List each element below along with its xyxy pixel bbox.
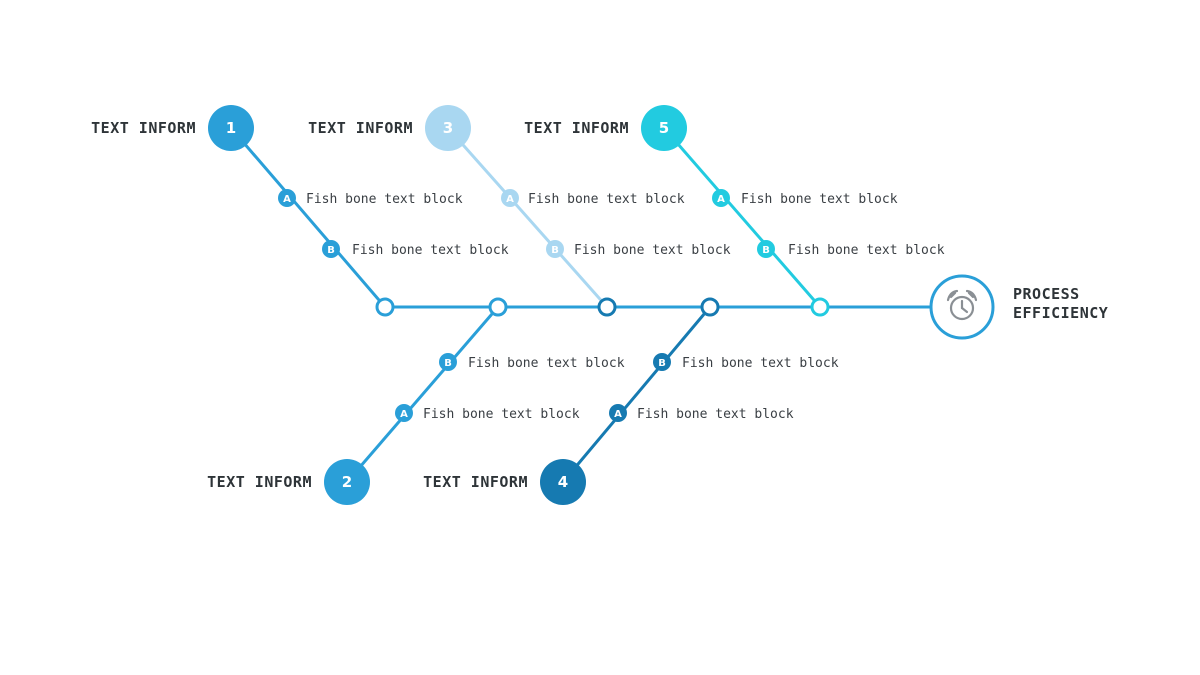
bone-4: 4 TEXT INFORM B Fish bone text block A F… [423, 297, 839, 505]
bone-5-item-a-dot [712, 189, 730, 207]
bone-5-item-a-text: Fish bone text block [741, 192, 898, 207]
fish-head: PROCESS EFFICIENCY [929, 274, 1108, 340]
bone-3-number-badge [425, 105, 471, 151]
bone-1-item-b-letter: B [327, 245, 335, 256]
bone-1: 1 TEXT INFORM A Fish bone text block B F… [91, 105, 509, 317]
bone-4-item-a-text: Fish bone text block [637, 407, 794, 422]
bone-2-label: TEXT INFORM [207, 473, 312, 491]
bone-1-number-badge [208, 105, 254, 151]
bone-4-item-a-letter: A [614, 409, 622, 420]
bone-5-number: 5 [659, 119, 669, 137]
bone-2: 2 TEXT INFORM B Fish bone text block A F… [207, 297, 625, 505]
bone-3-label: TEXT INFORM [308, 119, 413, 137]
bone-2-number-badge [324, 459, 370, 505]
bone-2-item-b-letter: B [444, 358, 452, 369]
bone-1-item-b-dot [322, 240, 340, 258]
bone-2-number: 2 [342, 473, 352, 491]
head-label-line2: EFFICIENCY [1013, 304, 1108, 322]
bone-5-item-b-text: Fish bone text block [788, 243, 945, 258]
bone-2-item-a-dot [395, 404, 413, 422]
head-label-line1: PROCESS [1013, 285, 1080, 303]
bone-4-line [561, 306, 712, 483]
bone-4-item-b-dot [653, 353, 671, 371]
bone-5-line [662, 127, 822, 308]
bone-4-number-badge [540, 459, 586, 505]
bone-2-item-b-text: Fish bone text block [468, 356, 625, 371]
bone-3-item-a-dot [501, 189, 519, 207]
bone-4-item-a-dot [609, 404, 627, 422]
bone-3-item-a-letter: A [506, 194, 514, 205]
alarm-clock-icon [946, 289, 978, 321]
bone-4-label: TEXT INFORM [423, 473, 528, 491]
bone-5: 5 TEXT INFORM A Fish bone text block B F… [524, 105, 945, 317]
bone-5-item-b-dot [757, 240, 775, 258]
bone-3-item-b-text: Fish bone text block [574, 243, 731, 258]
bone-2-item-a-letter: A [400, 409, 408, 420]
bone-1-item-a-text: Fish bone text block [306, 192, 463, 207]
bone-3-number: 3 [443, 119, 453, 137]
bone-4-number: 4 [558, 473, 568, 491]
bone-3-joint [597, 297, 617, 317]
bone-5-item-b-letter: B [762, 245, 770, 256]
bone-1-joint [375, 297, 395, 317]
bone-4-joint [700, 297, 720, 317]
bone-1-label: TEXT INFORM [91, 119, 196, 137]
bone-5-joint [810, 297, 830, 317]
bone-2-line [345, 306, 500, 483]
bone-1-item-b-text: Fish bone text block [352, 243, 509, 258]
bone-2-item-b-dot [439, 353, 457, 371]
bone-1-item-a-letter: A [283, 194, 291, 205]
bone-2-joint [488, 297, 508, 317]
bone-2-item-a-text: Fish bone text block [423, 407, 580, 422]
bone-1-line [229, 127, 387, 308]
bone-3-line [446, 127, 609, 308]
bone-5-item-a-letter: A [717, 194, 725, 205]
bone-4-item-b-text: Fish bone text block [682, 356, 839, 371]
bone-3-item-b-dot [546, 240, 564, 258]
bone-1-number: 1 [226, 119, 236, 137]
bone-3-item-a-text: Fish bone text block [528, 192, 685, 207]
bone-1-item-a-dot [278, 189, 296, 207]
bone-4-item-b-letter: B [658, 358, 666, 369]
bone-3-item-b-letter: B [551, 245, 559, 256]
bone-3: 3 TEXT INFORM A Fish bone text block B F… [308, 105, 731, 308]
bone-5-label: TEXT INFORM [524, 119, 629, 137]
bone-5-number-badge [641, 105, 687, 151]
